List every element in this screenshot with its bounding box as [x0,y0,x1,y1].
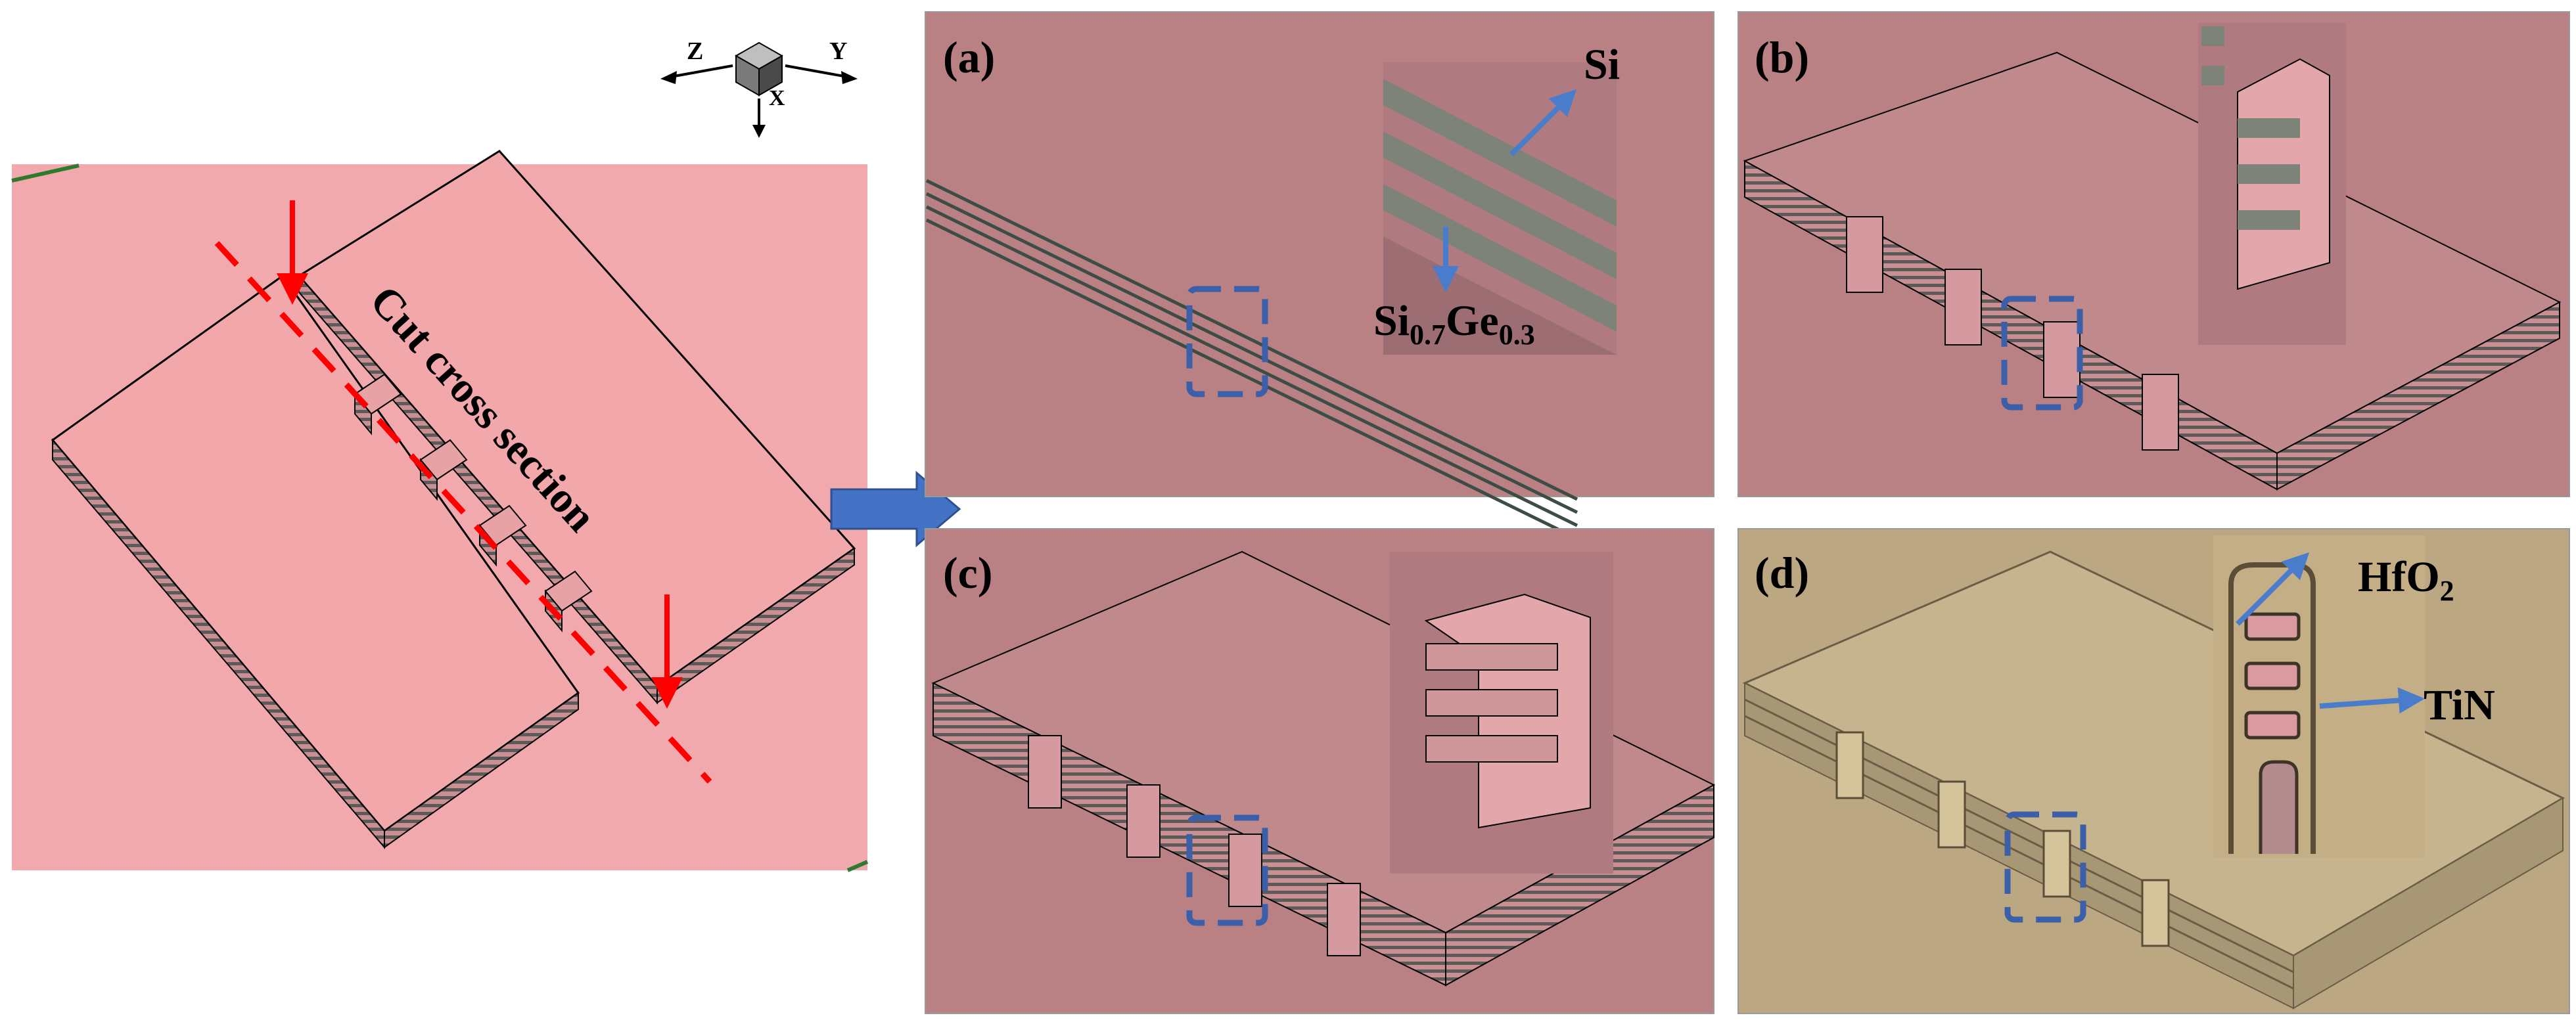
panel-c: (c) [925,528,1716,1014]
panel-a: (a) Si Si0.7Ge0.3 [925,11,1714,541]
panel-c-label: (c) [943,548,992,598]
panel-b: (b) [1737,11,2570,497]
panel-b-structure [1743,51,2562,491]
panel-b-label: (b) [1755,32,1809,82]
panel-d-arrow-hfo2 [2236,552,2310,626]
panel-d: (d) HfO2 TiN [1737,528,2570,1014]
axes-cube-icon [734,41,784,97]
axis-y-label: Y [829,37,847,65]
panel-a-focus-box [1186,286,1268,397]
left-slab [51,274,580,849]
panel-c-focus-box [1186,814,1268,926]
panel-a-arrow-si [1509,89,1577,156]
panel-a-label: (a) [943,32,995,82]
panel-b-focus-box [2001,296,2083,411]
main-edge-bottom [846,860,869,872]
panel-a-sige-label: Si0.7Ge0.3 [1373,297,1535,351]
axis-x-label: X [769,86,785,110]
panel-d-label: (d) [1755,548,1809,598]
panel-d-hfo2-label: HfO2 [2358,553,2454,607]
axis-z-label: Z [687,37,703,65]
main-edge-top [11,164,80,183]
panel-b-inset [2198,23,2346,345]
panel-a-stack [925,179,1578,541]
fin-cuts [354,373,593,633]
panel-a-si-label: Si [1584,41,1620,89]
panel-d-focus-box [2004,811,2086,923]
panel-c-inset [1390,552,1613,874]
axes-indicator: Z Y X [660,37,858,138]
panel-d-arrow-tin [2319,687,2425,714]
cut-line [214,240,712,784]
panel-d-tin-label: TiN [2424,681,2495,729]
main-panel: Cut cross section [11,150,869,872]
panel-a-inset [1383,62,1617,355]
panel-d-inset [2213,535,2425,857]
